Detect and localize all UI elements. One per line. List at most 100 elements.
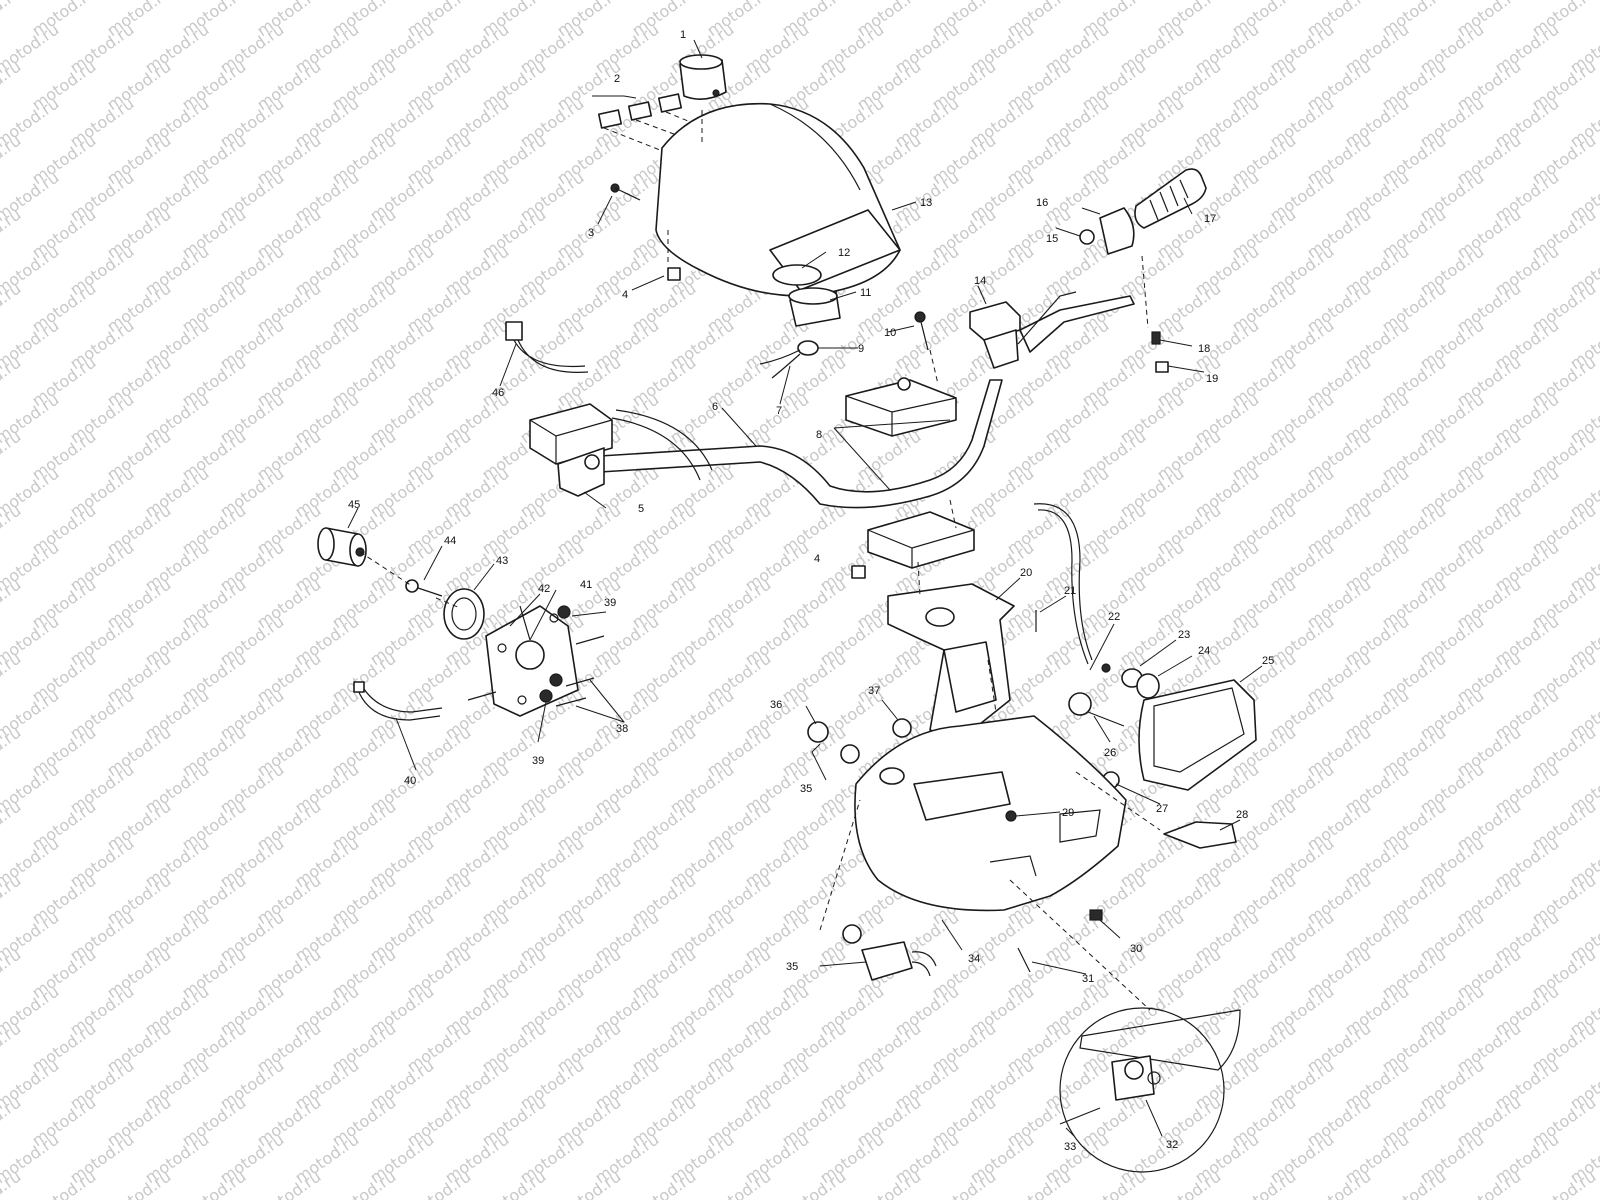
speedometer-gauge — [679, 54, 727, 100]
watermark-text: motod.ru — [0, 723, 24, 781]
callout-37: 37 — [868, 685, 880, 697]
callout-36: 36 — [770, 699, 782, 711]
callout-46: 46 — [492, 387, 504, 399]
callout-16: 16 — [1036, 197, 1048, 209]
foam-cylinder-45 — [317, 527, 367, 567]
watermark-text: motod.ru — [1528, 1167, 1599, 1200]
callout-21: 21 — [1064, 585, 1076, 597]
watermark-text: motod.ru — [0, 205, 24, 263]
callout-23: 23 — [1178, 629, 1190, 641]
callout-44: 44 — [444, 535, 456, 547]
lamp-socket-24 — [1136, 673, 1160, 699]
callout-41: 41 — [580, 579, 592, 591]
nut-19 — [1155, 361, 1169, 373]
watermark-text: motod.ru — [703, 1167, 774, 1200]
watermark-text: motod.ru — [1003, 1167, 1074, 1200]
watermark-text: motod.ru — [928, 1167, 999, 1200]
watermark-text: motod.ru — [28, 1167, 99, 1200]
watermark-text: motod.ru — [0, 797, 24, 855]
watermark-text: motod.ru — [0, 945, 24, 1003]
callout-19: 19 — [1206, 373, 1218, 385]
callout-30: 30 — [1130, 943, 1142, 955]
callout-26: 26 — [1104, 747, 1116, 759]
callout-45: 45 — [348, 499, 360, 511]
speed-nut-4a — [667, 267, 681, 281]
watermark-text: motod.ru — [778, 1167, 849, 1200]
bolt-44 — [405, 579, 443, 597]
speed-nut-4b — [851, 565, 866, 579]
callout-35a: 35 — [800, 783, 812, 795]
callout-29: 29 — [1062, 807, 1074, 819]
nut-39c — [549, 673, 563, 687]
callout-18: 18 — [1198, 343, 1210, 355]
callout-25: 25 — [1262, 655, 1274, 667]
callout-3: 3 — [588, 227, 594, 239]
watermark-text: motod.ru — [478, 1167, 549, 1200]
callout-32: 32 — [1166, 1139, 1178, 1151]
screw-31 — [1017, 947, 1031, 973]
callout-39a: 39 — [604, 597, 616, 609]
callout-43: 43 — [496, 555, 508, 567]
watermark-text: motod.ru — [0, 575, 24, 633]
callout-42: 42 — [538, 583, 550, 595]
callout-20: 20 — [1020, 567, 1032, 579]
callout-33: 33 — [1064, 1141, 1076, 1153]
callout-12: 12 — [838, 247, 850, 259]
callout-6: 6 — [712, 401, 718, 413]
watermark-text: motod.ru — [0, 131, 24, 189]
callout-34: 34 — [968, 953, 980, 965]
headlight-reflector — [788, 287, 841, 327]
callout-24: 24 — [1198, 645, 1210, 657]
nut-29 — [1005, 810, 1017, 822]
callout-35b: 35 — [786, 961, 798, 973]
callout-17: 17 — [1204, 213, 1216, 225]
callout-31: 31 — [1082, 973, 1094, 985]
callout-4a: 4 — [622, 289, 628, 301]
callout-22: 22 — [1108, 611, 1120, 623]
watermark-text: motod.ru — [0, 427, 24, 485]
screw-18 — [1151, 331, 1161, 345]
callout-4b: 4 — [814, 553, 820, 565]
callout-13: 13 — [920, 197, 932, 209]
watermark-text: motod.ru — [1153, 1167, 1224, 1200]
watermark-text: motod.ru — [0, 649, 24, 707]
callout-39b: 39 — [532, 755, 544, 767]
callout-11: 11 — [860, 287, 871, 299]
watermark-text: motod.ru — [1378, 1167, 1449, 1200]
callout-8: 8 — [816, 429, 822, 441]
watermark-text: motod.ru — [253, 1167, 324, 1200]
callout-7: 7 — [776, 405, 782, 417]
watermark-text: motod.ru — [0, 871, 24, 929]
watermark-text: motod.ru — [0, 1019, 24, 1077]
watermark-text: motod.ru — [853, 1167, 924, 1200]
watermark-text: motod.ru — [103, 1167, 174, 1200]
callout-10: 10 — [884, 327, 896, 339]
watermark-text: motod.ru — [0, 501, 24, 559]
gasket-43 — [443, 588, 485, 640]
watermark-text: motod.ru — [1228, 1167, 1299, 1200]
nut-39b — [539, 689, 553, 703]
watermark-text: motod.ru — [178, 1167, 249, 1200]
watermark-text: motod.ru — [1453, 1167, 1524, 1200]
callout-5: 5 — [638, 503, 644, 515]
callout-2: 2 — [614, 73, 620, 85]
watermark-text: motod.ru — [0, 279, 24, 337]
callout-40: 40 — [404, 775, 416, 787]
grommet-37 — [892, 718, 912, 738]
nut-39a — [557, 605, 571, 619]
clip-30 — [1089, 909, 1103, 921]
watermark-text: motod.ru — [628, 1167, 699, 1200]
callout-27: 27 — [1156, 803, 1168, 815]
callout-9: 9 — [858, 343, 864, 355]
callout-38: 38 — [616, 723, 628, 735]
headlight-ring — [772, 264, 822, 286]
watermark-text: motod.ru — [553, 1167, 624, 1200]
watermark-text: motod.ru — [328, 1167, 399, 1200]
watermark-text: motod.ru — [0, 0, 24, 40]
callout-15: 15 — [1046, 233, 1058, 245]
watermark-text: motod.ru — [1303, 1167, 1374, 1200]
callout-1: 1 — [680, 29, 686, 41]
watermark-text: motod.ru — [0, 1093, 24, 1151]
callout-28: 28 — [1236, 809, 1248, 821]
